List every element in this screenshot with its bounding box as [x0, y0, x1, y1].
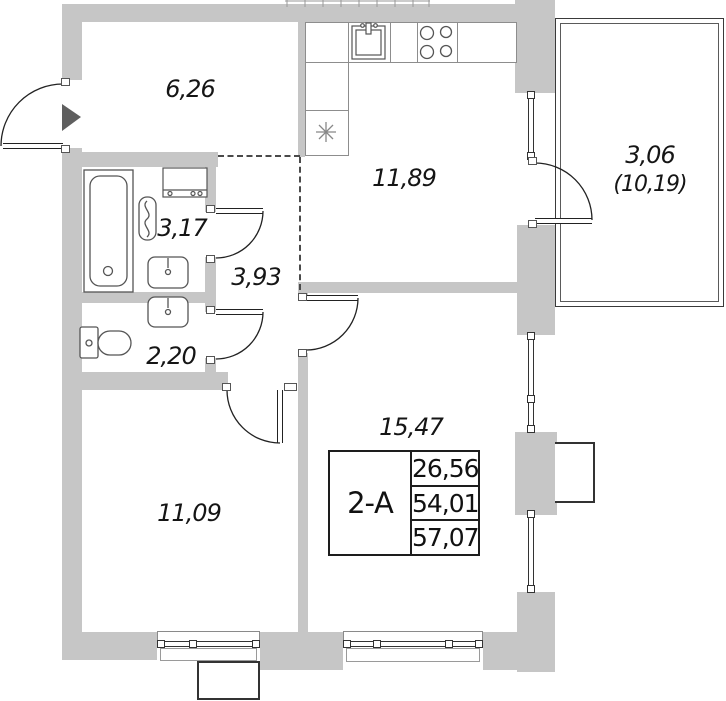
door-jamb	[298, 349, 307, 357]
wall-bottom-mid-pier	[260, 632, 343, 670]
wall-right-mid-block	[517, 225, 555, 335]
wall-bath-corridor-upper	[205, 152, 216, 212]
door-leaf-living	[306, 295, 358, 301]
unit-areas-column: 26,56 54,01 57,07	[412, 452, 480, 554]
balcony-area-primary: 3,06	[625, 141, 675, 169]
wall-kitchen-living-divider	[298, 282, 517, 293]
ac-basket-bottom	[197, 661, 260, 700]
bathroom-sink-icon	[147, 256, 189, 289]
wall-rooms-divider-lower	[298, 353, 308, 632]
window-post	[527, 425, 535, 433]
door-leaf-entrance	[3, 143, 63, 149]
window-post	[252, 640, 260, 648]
door-arc-wc	[215, 311, 264, 360]
window-living	[343, 641, 483, 647]
door-jamb	[284, 383, 297, 391]
counter-cell	[390, 22, 418, 63]
window-post	[527, 91, 535, 99]
window-sill	[346, 648, 480, 662]
door-jamb	[61, 145, 70, 153]
counter-cell-fridge	[305, 110, 349, 156]
label-bedroom-area: 11,09	[157, 499, 222, 527]
window-post	[475, 640, 483, 648]
entrance-arrow-icon	[62, 104, 81, 131]
counter-cell	[305, 22, 349, 63]
window-post	[527, 332, 535, 340]
window-post	[373, 640, 381, 648]
counter-cell-sink	[348, 22, 391, 63]
window-post	[527, 510, 535, 518]
window-bedroom	[157, 641, 260, 647]
door-jamb	[528, 220, 537, 228]
unit-living-area: 26,56	[412, 452, 480, 487]
door-arc-bedroom	[226, 389, 281, 444]
window-living-right-lower	[528, 513, 534, 592]
label-living-area: 15,47	[379, 413, 444, 441]
door-leaf-bedroom	[277, 390, 283, 443]
washing-machine-icon	[162, 167, 208, 198]
unit-total-area: 57,07	[412, 523, 480, 553]
window-post	[343, 640, 351, 648]
wall-bottom-left-pier	[62, 632, 157, 660]
door-jamb	[298, 293, 307, 301]
door-arc-entrance	[0, 83, 64, 147]
wall-right-top-block	[515, 0, 555, 93]
wall-bath-wc-divider	[82, 292, 216, 303]
door-arc-living	[305, 297, 359, 351]
counter-cell	[457, 22, 517, 63]
window-kitchen-balcony	[528, 95, 534, 158]
label-balcony-area: 3,06 (10,19)	[595, 140, 705, 200]
unit-info-table: 2-А 26,56 54,01 57,07	[328, 450, 480, 556]
unit-type-cell: 2-А	[330, 452, 412, 554]
door-leaf-balcony	[535, 218, 592, 224]
door-jamb	[61, 78, 70, 86]
wall-bottom-right-pier	[483, 632, 555, 670]
wall-hallway-bottom	[62, 152, 218, 167]
wall-top	[62, 4, 517, 22]
window-post	[445, 640, 453, 648]
wall-right-ac-pier	[515, 432, 557, 515]
window-post	[157, 640, 165, 648]
dashed-boundary-vertical	[299, 157, 301, 290]
door-jamb	[206, 255, 215, 263]
wall-left-main	[62, 148, 82, 632]
dashed-boundary-horizontal	[218, 155, 300, 157]
window-sill	[160, 648, 257, 661]
counter-cell	[305, 62, 349, 111]
label-hallway-area: 6,26	[165, 75, 215, 103]
label-corridor-area: 3,93	[231, 263, 281, 291]
counter-cell-stove	[417, 22, 458, 63]
door-leaf-wc	[216, 309, 263, 315]
label-kitchen-area: 11,89	[372, 164, 437, 192]
unit-area: 54,01	[412, 487, 480, 522]
bathtub-icon	[83, 169, 134, 293]
balcony-area-secondary: (10,19)	[613, 172, 687, 197]
door-jamb	[206, 356, 215, 364]
door-jamb	[206, 306, 215, 314]
window-post	[189, 640, 197, 648]
wall-hall-kitchen-edge	[298, 22, 305, 157]
wall-bath-corridor-mid	[205, 257, 216, 312]
window-post	[527, 395, 535, 403]
window-post	[527, 585, 535, 593]
door-jamb	[206, 205, 215, 213]
label-wc-area: 2,20	[146, 342, 196, 370]
wall-wc-bottom	[62, 372, 228, 390]
ac-basket-right	[555, 442, 595, 503]
door-jamb	[222, 383, 231, 391]
window-living-right-upper	[528, 335, 534, 432]
door-jamb	[528, 157, 537, 165]
wall-left-upper	[62, 4, 82, 80]
label-bathroom-area: 3,17	[157, 214, 207, 242]
